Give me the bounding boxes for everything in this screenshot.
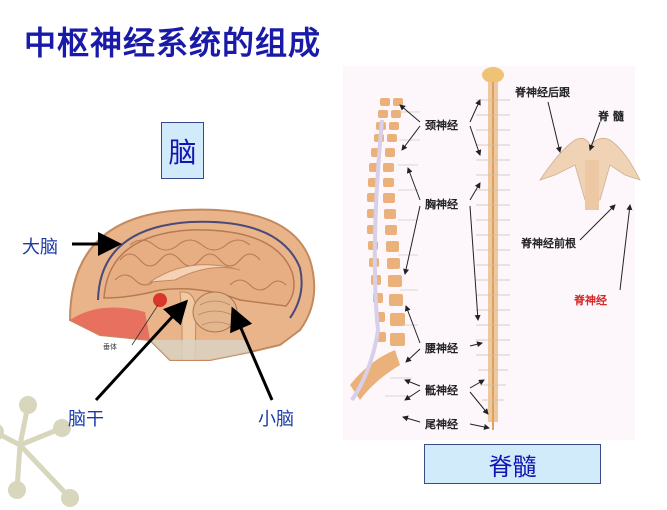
brainstem-label: 脑干 — [68, 409, 104, 430]
posterior-root-label: 脊神经后跟 — [515, 86, 570, 99]
cerebellum-label: 小脑 — [258, 409, 294, 430]
pituitary-label: 垂体 — [103, 343, 117, 351]
spinal-cord-detail-label: 脊 髓 — [598, 110, 624, 123]
spinal-cord-footer-label: 脊髓 — [424, 444, 601, 484]
brain-header-label: 脑 — [161, 122, 204, 179]
cervical-nerve-label: 颈神经 — [425, 119, 458, 132]
slide-title: 中枢神经系统的组成 — [24, 24, 322, 62]
lumbar-nerve-label: 腰神经 — [425, 342, 458, 355]
anterior-root-label: 脊神经前根 — [521, 237, 576, 250]
coccygeal-nerve-label: 尾神经 — [425, 418, 458, 431]
thoracic-nerve-label: 胸神经 — [425, 198, 458, 211]
cerebellum-arrow — [230, 306, 274, 401]
sacral-nerve-label: 骶神经 — [425, 384, 458, 397]
brainstem-arrow — [94, 299, 189, 402]
cerebrum-label: 大脑 — [22, 237, 58, 258]
spinal-nerve-label: 脊神经 — [574, 294, 607, 307]
